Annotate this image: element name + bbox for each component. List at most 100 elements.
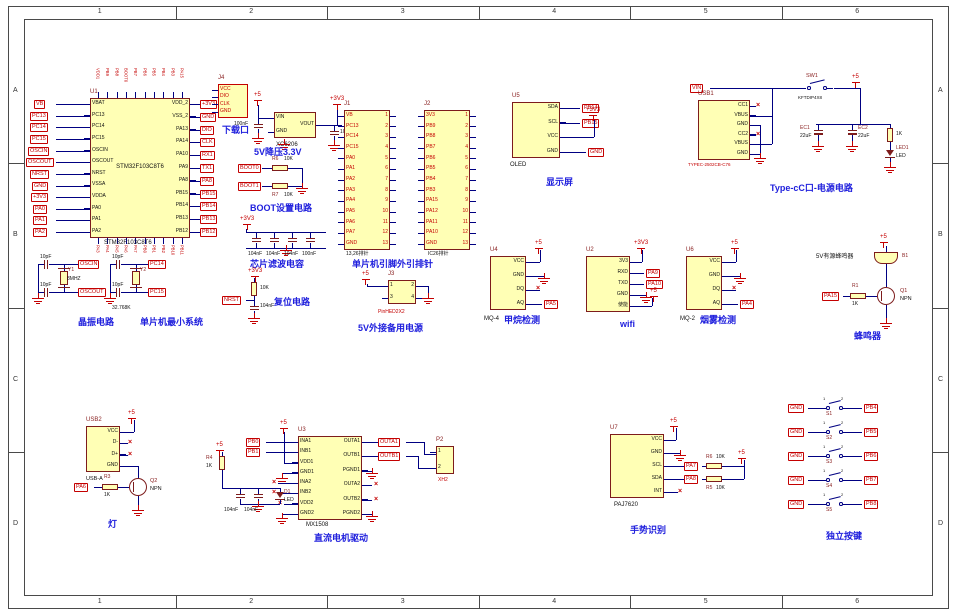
capacitor xyxy=(116,287,118,297)
wire xyxy=(94,486,98,488)
wire xyxy=(675,428,677,440)
wire xyxy=(526,275,544,277)
capacitor-lead xyxy=(239,488,241,494)
grid-col-label: 6 xyxy=(855,598,860,605)
pin-stub xyxy=(126,92,127,98)
text-label: 10pF xyxy=(40,282,52,288)
pin-label: PGND2 xyxy=(342,510,360,516)
text-label: 104nF xyxy=(260,303,275,309)
pin-label: PA12 xyxy=(426,208,438,214)
pin-label: INB1 xyxy=(300,448,312,455)
net-label: PC13 xyxy=(30,112,48,122)
net-label: PA6 xyxy=(74,483,88,493)
pin-label: AQ xyxy=(516,300,524,306)
pin-label: PA10 xyxy=(426,229,438,236)
capacitor-lead xyxy=(309,232,311,238)
power-bar xyxy=(534,247,543,249)
pin-label: CLK xyxy=(220,100,230,107)
pin-label: PB3 xyxy=(170,68,176,76)
pin-label: NRST xyxy=(92,169,106,176)
pin-stub xyxy=(338,211,344,213)
net-label: OSCOUT xyxy=(26,158,54,168)
mcu-u1 xyxy=(90,98,190,238)
pin-label: 11 xyxy=(462,218,468,225)
text-label: 8MHZ xyxy=(67,276,81,282)
pin-stub xyxy=(292,441,298,443)
wire xyxy=(750,143,772,145)
pin-number: 2 xyxy=(841,444,844,449)
mq2-sensor xyxy=(686,256,722,310)
wire xyxy=(120,454,128,456)
no-connect-cross: × xyxy=(272,489,277,496)
capacitor xyxy=(329,134,339,136)
wire xyxy=(190,116,200,118)
text-label: LED xyxy=(284,497,294,503)
capacitor-lead xyxy=(851,124,853,130)
pin-label: 11 xyxy=(382,218,388,225)
pin-label: 10 xyxy=(462,208,468,214)
text-label: R5 xyxy=(706,485,713,491)
text-label: S5 xyxy=(826,507,833,513)
capacitor xyxy=(251,241,261,243)
wire xyxy=(816,123,890,125)
pin-label: OSCIN xyxy=(92,146,108,153)
power-tag: +5 xyxy=(128,410,135,416)
usb-a-port xyxy=(86,426,120,472)
pin-stub xyxy=(154,238,155,244)
power-tag: +5 xyxy=(880,234,887,240)
ground-stub xyxy=(371,511,373,516)
section-caption: Type-cC口-电源电路 xyxy=(770,183,853,193)
capacitor-lead xyxy=(110,291,116,293)
net-label: PB14 xyxy=(200,202,218,212)
ground-symbol xyxy=(106,300,114,302)
ground-symbol xyxy=(756,160,764,162)
pin-label: VIN xyxy=(276,114,285,120)
pin-stub xyxy=(172,238,174,244)
led-lead xyxy=(279,488,281,492)
wire xyxy=(367,285,388,287)
component-ref: J3 xyxy=(388,271,395,277)
grid-tick xyxy=(478,6,480,19)
grid-row-label: D xyxy=(938,519,944,527)
net-label: GND xyxy=(200,113,217,123)
power-stub xyxy=(855,82,857,88)
wire xyxy=(136,291,148,293)
pin-stub xyxy=(418,200,424,202)
capacitor xyxy=(269,238,279,240)
text-label: KFTDIP4X8 xyxy=(798,95,823,100)
text-label: 10K xyxy=(260,285,269,291)
pin-label: INA1 xyxy=(300,438,312,444)
power-stub xyxy=(246,224,248,230)
text-label: B1 xyxy=(902,253,909,259)
led-bar xyxy=(885,156,895,158)
no-connect-cross: × xyxy=(756,131,761,138)
capacitor-lead xyxy=(333,136,335,143)
resistor-lead xyxy=(221,470,223,474)
pin-label: VBAT xyxy=(92,100,105,106)
net-label: PB15 xyxy=(200,190,218,200)
header-j3 xyxy=(388,280,416,304)
power-stub xyxy=(538,248,540,254)
text-label: 10K xyxy=(284,192,293,198)
pin-stub xyxy=(382,297,388,299)
pin-label: OUTB2 xyxy=(343,495,360,502)
ground-symbol xyxy=(252,323,256,325)
pin-stub xyxy=(338,136,344,138)
switch-lead xyxy=(802,87,806,89)
capacitor-lead xyxy=(38,263,44,265)
power-bar xyxy=(361,278,370,280)
pin-stub xyxy=(470,136,476,138)
pin-label: 12 xyxy=(462,229,468,236)
wire xyxy=(808,455,822,457)
grid-col-label: 4 xyxy=(552,8,557,15)
component-ref: U4 xyxy=(490,247,498,253)
motor-connector xyxy=(436,446,454,474)
pin-stub xyxy=(430,451,436,453)
resistor xyxy=(272,165,288,171)
transistor xyxy=(877,287,895,305)
resistor xyxy=(706,476,722,482)
ground-symbol xyxy=(252,506,264,508)
text-label: 10pF xyxy=(112,254,124,260)
capacitor xyxy=(305,241,315,243)
grid-row-label: B xyxy=(938,231,943,239)
